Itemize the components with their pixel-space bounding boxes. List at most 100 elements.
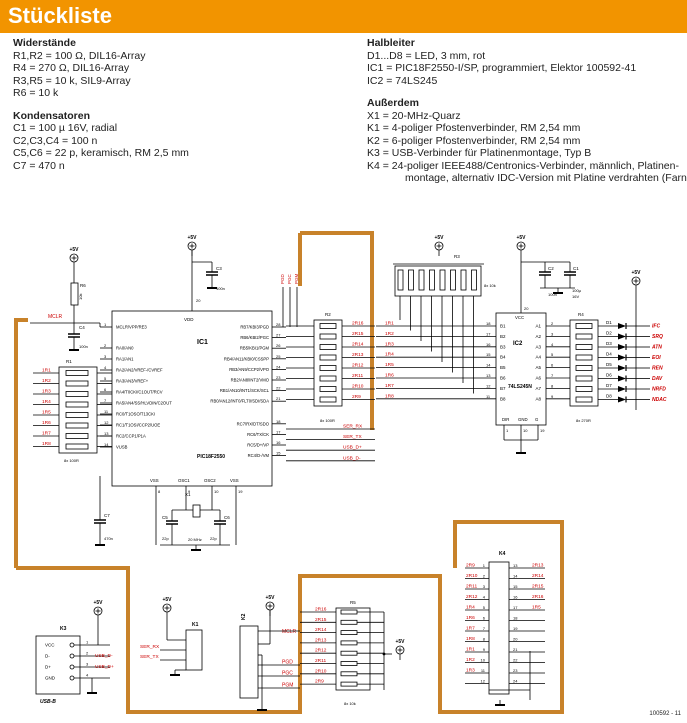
k4-pin-number: 21 (513, 647, 518, 652)
c1-value: 100µ (572, 288, 582, 293)
ic1-pin-label: RA1/AN1 (116, 357, 134, 362)
x1-crystal (192, 504, 201, 518)
c3-label: C3 (216, 266, 222, 271)
parts-line: montage, alternativ IDC-Version mit Plat… (405, 172, 687, 184)
mclr-label: MCLR (48, 314, 63, 320)
parts-line: K2 = 6-poliger Pfostenverbinder, RM 2,54… (367, 134, 581, 147)
ic1-pin-label: RB6/KBI2/PGC (240, 335, 269, 340)
ic2-pin-number: 18 (486, 321, 491, 326)
ic2-gnd: GND (518, 417, 528, 422)
net-label: PGD (282, 660, 293, 666)
net-label: 1R8 (42, 441, 51, 447)
parts-line: C2,C3,C4 = 100 n (13, 134, 98, 147)
r6-label: R6 (80, 283, 86, 288)
led-diode (618, 323, 626, 329)
ic2-pin-label: A5 (535, 365, 541, 370)
ic1-pin-number: 20 (196, 298, 201, 303)
supply-label: +5V (395, 639, 405, 645)
ic1-pin-number: 22 (276, 386, 281, 391)
k4-label: K4 (499, 551, 506, 557)
ic1-pin-number: 26 (276, 343, 281, 348)
ic1-pin-number: 6 (104, 387, 107, 392)
k3-label: K3 (60, 626, 67, 632)
signal-label: ATN (651, 345, 662, 351)
ic1-pin-label: MCLR/VPP/RE3 (116, 325, 147, 330)
r2-array (313, 319, 343, 407)
net-label: 2R10 (466, 573, 478, 579)
r6-resistor (70, 282, 79, 306)
r5-element (340, 661, 358, 666)
led-label: D5 (606, 362, 612, 367)
ic1-pin-label: RB5/KBI1/PGM (240, 346, 270, 351)
net-label: 2R9 (315, 679, 324, 685)
parts-line: R1,R2 = 100 Ω, DIL16-Array (13, 49, 146, 62)
r2-element (319, 375, 337, 382)
ic1-pin-label: RA0/AN0 (116, 346, 134, 351)
r1-element (65, 401, 89, 408)
parts-line: IC1 = PIC18F2550-I/SP, programmiert, Ele… (367, 62, 637, 74)
signal-label: NRFD (652, 387, 666, 393)
c7-value: 470n (104, 536, 113, 541)
r4-element (575, 344, 593, 350)
ic2-pin-label: B2 (500, 334, 506, 339)
ic2-pin-number: 5 (551, 352, 554, 357)
usb-pin-number: 4 (86, 673, 89, 678)
r3-element (460, 269, 467, 291)
parts-line: C1 = 100 µ 16V, radial (13, 122, 118, 134)
ic1-pin-number: 27 (276, 333, 281, 338)
r2-value: 8x 100R (320, 418, 335, 423)
ic2-pin-label: B3 (500, 344, 506, 349)
ic1-pin-number: 1 (104, 322, 107, 327)
net-label: 2R10 (315, 668, 327, 674)
k4-pin-number: 20 (513, 637, 518, 642)
ic2-vcc: VCC (515, 315, 524, 320)
net-label: 2R16 (532, 594, 544, 600)
usb-pin-number: 1 (86, 640, 89, 645)
ic1-pin-number: 9 (188, 489, 191, 494)
supply-label: +5V (162, 597, 172, 603)
net-label: 2R11 (466, 584, 477, 590)
ic1-pin-label: RA5/AN4/SS/HLVDIN/C2OUT (116, 401, 172, 406)
r1-array (58, 366, 98, 454)
page-title: Stückliste (8, 3, 112, 28)
k4-pin-number: 8 (483, 637, 486, 642)
usb-pin (69, 664, 75, 670)
ic2-pin-number: 10 (523, 428, 528, 433)
k4-pin-number: 3 (483, 584, 486, 589)
net-label: PGM (282, 683, 293, 689)
led-label: D7 (606, 383, 612, 388)
ic2-pin-number: 12 (486, 383, 491, 388)
ic2-pin-label: B1 (500, 324, 506, 329)
r3-element (418, 269, 425, 291)
section-heading: Kondensatoren (13, 109, 91, 122)
k3-value: USB-B (40, 699, 56, 705)
net-label: USB_D+ (95, 664, 114, 670)
k4-pin-number: 9 (483, 647, 486, 652)
net-label: 1R5 (532, 605, 541, 611)
ic1-pin-number: 8 (158, 489, 161, 494)
r2-element (319, 365, 337, 371)
ic2-pin-label: A1 (535, 324, 541, 329)
parts-line: IC2 = 74LS245 (367, 74, 438, 87)
r2-element (319, 386, 337, 392)
net-label: USB_D- (343, 455, 361, 461)
k2-label: K2 (241, 613, 247, 620)
x1-label: X1 (185, 492, 191, 497)
r4-element (575, 354, 593, 361)
r1-element (65, 391, 89, 397)
k4-pin-number: 22 (513, 658, 518, 663)
ic1-pin-label: RC1/T1OSI/CCP2/UOE (116, 423, 160, 428)
led-label: D3 (606, 341, 612, 346)
parts-line: R3,R5 = 10 k, SIL9-Array (13, 74, 131, 87)
parts-line: R4 = 270 Ω, DIL16-Array (13, 62, 130, 74)
net-label: USB_D+ (343, 445, 362, 451)
ic2-pin-label: B7 (500, 386, 506, 391)
c7-label: C7 (104, 513, 110, 518)
ic1-pin-label: RB3/AN9/CCP2/VPO (229, 367, 270, 372)
r1-element (65, 443, 89, 450)
c6-label: C6 (224, 515, 230, 520)
section-heading: Widerstände (13, 37, 76, 49)
signal-label: SRQ (652, 334, 663, 340)
r1-value: 8x 100R (64, 458, 79, 463)
net-label: PGC (287, 273, 292, 284)
